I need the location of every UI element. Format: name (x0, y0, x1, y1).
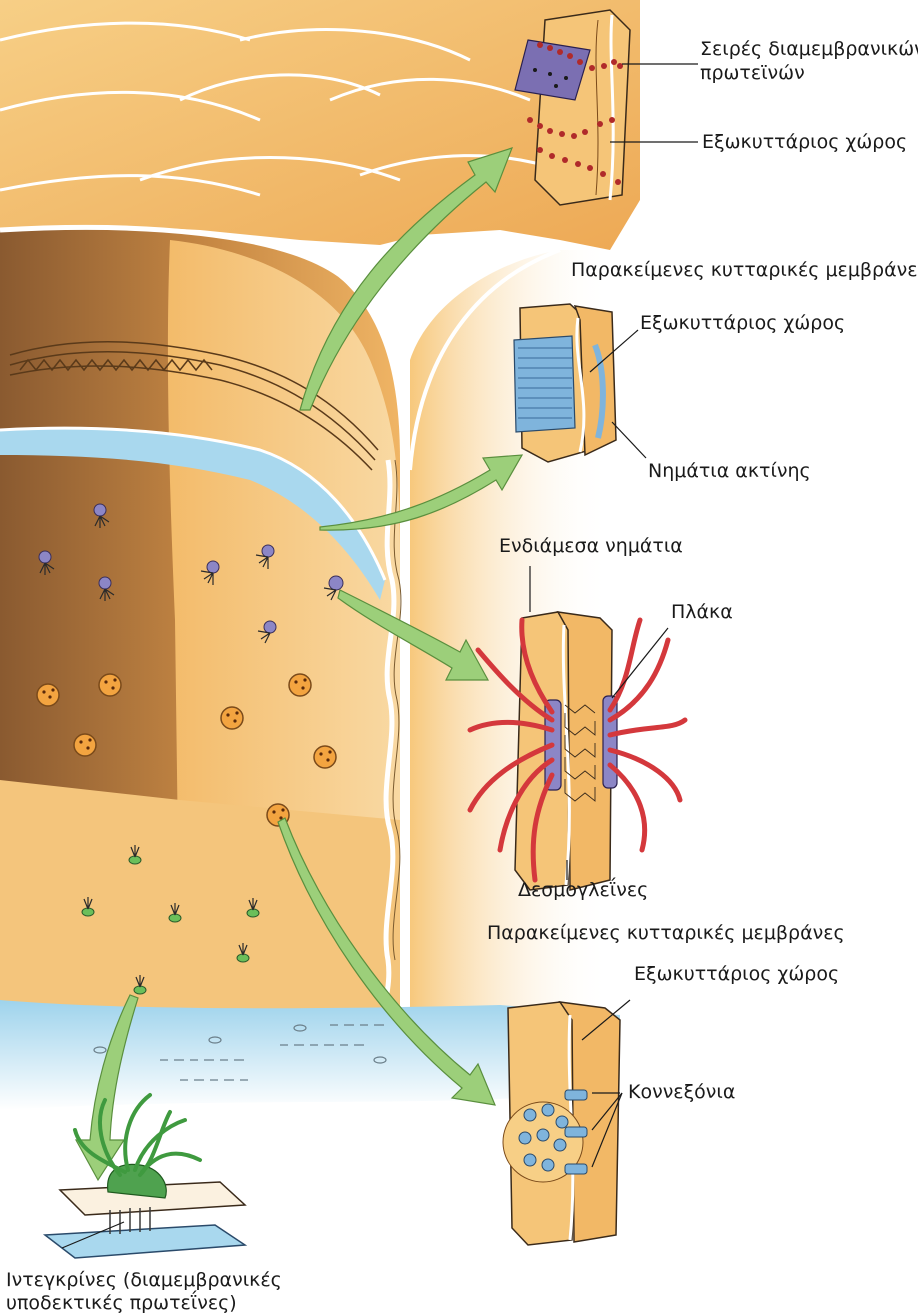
label-extracellular-space-2: Εξωκυττάριος χώρος (640, 311, 845, 335)
label-tight-strands-line2: πρωτεϊνών (700, 61, 805, 85)
adherens-junction-detail (514, 304, 616, 462)
label-extracellular-space-3: Εξωκυττάριος χώρος (634, 962, 839, 986)
label-adjacent-membranes-2: Παρακείμενες κυτταρικές μεμβράνες (487, 921, 845, 945)
label-integrins-line1: Ιντεγκρίνες (διαμεμβρανικές (6, 1268, 282, 1292)
label-adjacent-membranes-1: Παρακείμενες κυτταρικές μεμβράνες (571, 258, 918, 282)
label-actin-filaments: Νημάτια ακτίνης (648, 459, 811, 483)
gap-junction-detail (503, 1002, 620, 1245)
label-extracellular-space-1: Εξωκυττάριος χώρος (702, 130, 907, 154)
label-desmogleins: Δεσμογλεΐνες (518, 878, 648, 902)
label-integrins-line2: υποδεκτικές πρωτεΐνες) (6, 1291, 237, 1315)
integrin-detail (45, 1095, 245, 1258)
label-connexons: Κοννεξόνια (628, 1080, 735, 1104)
label-plaque: Πλάκα (671, 600, 733, 624)
cell-body (0, 227, 404, 1030)
label-tight-strands-line1: Σειρές διαμεμβρανικών (700, 37, 918, 61)
label-intermediate-filaments: Ενδιάμεσα νημάτια (499, 534, 683, 558)
